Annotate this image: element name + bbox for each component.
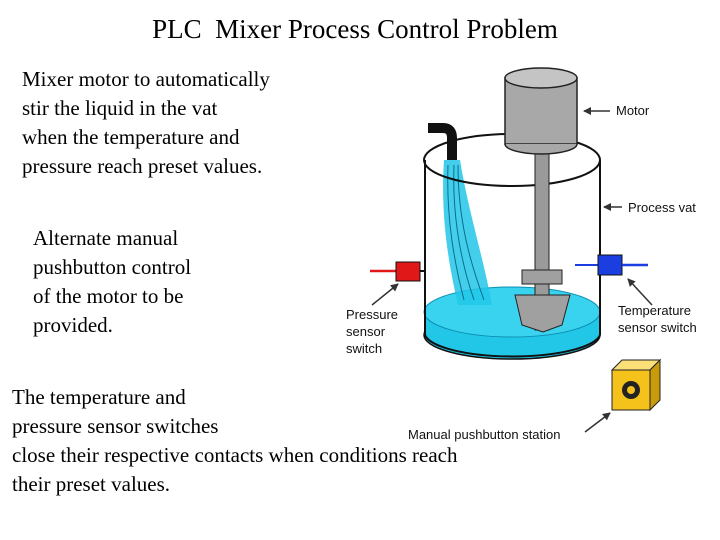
inlet-pipe [428,123,457,160]
text-line: of the motor to be [33,284,184,308]
pressure-switch-box [395,261,421,282]
liquid-surface [423,286,601,338]
pushbutton-center [627,386,635,394]
lower-blade [514,294,571,333]
liquid-stream [443,160,492,305]
text-line: pressure reach preset values. [22,154,263,178]
label-line: Pressure [346,307,399,322]
station-arrow [584,412,611,433]
label-line: sensor switch [618,320,697,335]
label-line: Temperature [618,303,691,318]
manual-control-description: Alternate manual pushbutton control of t… [33,224,191,340]
text-line: provided. [33,313,113,337]
text-line: Mixer motor to automatically [22,67,270,91]
motor-base [504,143,578,155]
mixer-diagram [370,67,662,433]
process-vat-label: Process vat [628,200,696,215]
pressure-switch-label: Pressure sensor switch [346,306,398,357]
temperature-arrow [627,278,653,306]
temperature-switch-label: Temperature sensor switch [618,302,697,336]
label-line: sensor [346,324,386,339]
pressure-arrow [371,283,399,306]
text-line: stir the liquid in the vat [22,96,218,120]
text-line: their preset values. [12,472,171,496]
temperature-switch-box [597,254,623,276]
text-line: pushbutton control [33,255,192,279]
vat-base [424,334,601,358]
text-line: Alternate manual [33,226,179,250]
text-line: The temperature and [12,385,186,409]
text-line: when the temperature and [22,125,240,149]
upper-blade [521,269,563,285]
page-title: PLC Mixer Process Control Problem [152,14,558,44]
mixer-description: Mixer motor to automatically stir the li… [22,65,270,181]
text-line: close their respective contacts when con… [12,443,458,467]
pushbutton-station-label: Manual pushbutton station [408,427,561,442]
stream-lines [447,164,485,301]
motor-label: Motor [616,103,650,118]
sensor-switch-description: The temperature and pressure sensor swit… [12,383,458,499]
motor-body [504,77,578,145]
label-line: switch [346,341,383,356]
motor-top [504,67,578,89]
text-line: pressure sensor switches [12,414,219,438]
